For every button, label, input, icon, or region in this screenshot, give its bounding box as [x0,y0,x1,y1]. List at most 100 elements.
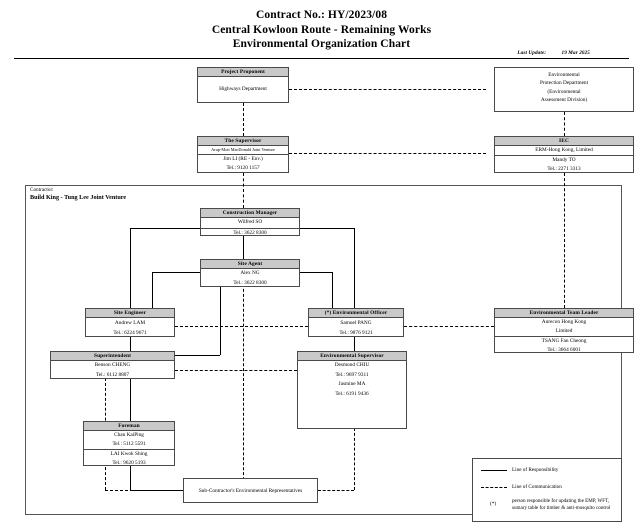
page-title: Contract No.: HY/2023/08 Central Kowloon… [0,8,643,52]
box-environmental-team-leader[interactable]: Environmental Team Leader Aurecon Hong K… [494,308,634,353]
box-construction-manager-title: Construction Manager [201,209,299,218]
last-update: Last Update: 19 Mar 2025 [517,50,590,56]
contractor-name: Build King - Tung Lee Joint Venture [30,194,127,202]
header-divider [14,58,629,59]
box-foreman[interactable]: Foreman Chan KaiPing Tel.: 5112 5591 LAI… [83,421,175,466]
connector-foreman-sub-dashed [105,490,183,491]
box-construction-manager-line2: Tel.: 3622 8300 [201,227,299,239]
connector-cm-right-arm [300,228,354,229]
box-site-agent[interactable]: Site Agent Alex NG Tel.: 3622 8300 [200,259,300,287]
box-environmental-team-leader-title: Environmental Team Leader [495,309,633,318]
last-update-label: Last Update: [517,50,547,56]
box-construction-manager[interactable]: Construction Manager Wilfred SO Tel.: 36… [200,208,300,236]
box-supervisor-line1: Arup-Mott MacDonald Joint Venture [198,146,288,155]
legend-dashed-line-icon [481,487,507,488]
contractor-label: Contractor: Build King - Tung Lee Joint … [30,187,230,201]
box-iec[interactable]: IEC ERM-Hong Kong, Limited Mandy TO Tel.… [494,136,634,173]
box-environmental-supervisor-title: Environmental Supervisor [298,352,406,361]
box-environmental-supervisor-line1: Desmond CHIU [334,362,370,368]
box-iec-line1: ERM-Hong Kong, Limited [495,146,633,156]
connector-siteagent-supt-h [175,355,220,356]
box-supervisor-line3: Tel.: 9120 1157 [226,165,260,171]
connector-siteagent-left-down [152,272,153,310]
box-environmental-team-leader-line1: Aurecon Hong Kong [541,319,587,325]
box-supervisor[interactable]: The Supervisor Arup-Mott MacDonald Joint… [197,136,289,173]
legend-star-symbol: (*) [490,501,497,507]
box-environmental-officer[interactable]: (*) Environmental Officer Samuel PANG Te… [308,308,404,337]
box-foreman-title: Foreman [84,422,174,431]
box-site-engineer-title: Site Engineer [86,309,174,318]
connector-epd-iec [564,112,565,136]
connector-se-eo-dashed [175,326,313,327]
box-foreman-line4: Tel.: 9620 5193 [112,460,146,466]
box-environmental-team-leader-line4: Tel.: 3664 6001 [547,347,581,353]
box-epd-line4: Assessment Division) [540,97,588,104]
contractor-label-text: Contractor: [30,187,54,193]
box-site-engineer-line2: Tel.: 6224 9671 [113,330,147,336]
connector-es-sub-dashed [354,428,355,490]
box-iec-line2: Mandy TO [552,157,576,163]
box-foreman-line1: Chan KaiPing [114,432,144,438]
connector-siteagent-left [152,272,200,273]
box-environmental-team-leader-line3: TSANG Fan Cheong [495,336,633,346]
box-superintendent-line1: Benson CHENG [94,362,131,368]
connector-eo-es [354,337,355,351]
connector-cm-siteagent [243,236,244,259]
box-supervisor-title: The Supervisor [198,137,288,146]
title-project-name: Central Kowloon Route - Remaining Works [211,23,432,36]
box-project-proponent[interactable]: Project Proponent Highways Department [197,67,289,103]
connector-siteagent-right [300,272,332,273]
box-site-engineer[interactable]: Site Engineer Andrew LAM Tel.: 6224 9671 [85,308,175,337]
legend-star-note: person responsible for updating the EMP,… [512,498,611,511]
title-contract-no: Contract No.: HY/2023/08 [255,9,388,21]
box-environmental-supervisor-line3: Jasmine MA [338,381,366,387]
box-environmental-officer-line1: Samuel PANG [340,320,372,326]
connector-siteagent-sub-dashed [243,279,244,490]
box-environmental-team-leader-line2: Limited [555,328,573,334]
box-project-proponent-title: Project Proponent [198,68,288,77]
box-superintendent-title: Superintendent [51,352,174,361]
box-epd[interactable]: Environmental Protection Department (Env… [494,67,634,112]
box-foreman-line3: LAI Kwok Shing [84,449,174,459]
box-supervisor-line2: Jim LI (RE - Env.) [223,156,263,162]
connector-eo-etl-dashed [404,326,494,327]
connector-cm-right-down [354,228,355,308]
box-iec-line3: Tel.: 2271 3313 [547,166,581,172]
connector-proponent-supervisor [243,103,244,136]
box-epd-line1: Environmental [548,72,580,78]
box-superintendent[interactable]: Superintendent Benson CHENG Tel.: 6112 8… [50,351,175,379]
box-epd-line3: (Environmental [547,88,581,95]
legend-communication-label: Line of Communication [512,484,562,490]
connector-supervisor-iec [289,153,486,154]
legend-responsibility-label: Line of Responsibility [512,467,559,473]
box-site-engineer-line1: Andrew LAM [114,320,146,326]
title-chart-name: Environmental Organization Chart [232,38,411,50]
box-subcontractor-line1: Sub-Contractor's Environmental Represent… [198,488,303,494]
legend-solid-line-icon [481,470,507,471]
connector-proponent-epd [289,89,486,90]
box-site-agent-line1: Alex NG [240,270,260,276]
box-epd-line2: Protection Department [539,80,589,87]
connector-supt-es-dashed [175,370,297,371]
connector-supervisor-cm [243,173,244,208]
box-environmental-officer-line2: Tel.: 9876 9121 [339,330,373,336]
connector-es-sub-h-dashed [318,490,354,491]
box-environmental-officer-title: (*) Environmental Officer [309,309,403,318]
legend: Line of Responsibility Line of Communica… [472,458,622,522]
box-superintendent-line2: Tel.: 6112 8807 [95,371,130,378]
connector-iec-etl [564,173,565,308]
box-subcontractor-representatives[interactable]: Sub-Contractor's Environmental Represent… [183,478,318,503]
box-environmental-supervisor-line2: Tel.: 9697 9311 [335,371,369,378]
box-environmental-supervisor-line4: Tel.: 6191 9436 [335,390,369,397]
connector-cm-left-arm [130,228,200,229]
box-construction-manager-line1: Wilfred SO [237,219,263,225]
box-site-agent-title: Site Agent [201,260,299,269]
box-environmental-supervisor[interactable]: Environmental Supervisor Desmond CHIU Te… [297,351,407,429]
last-update-date: 19 Mar 2025 [561,50,590,56]
box-foreman-line2: Tel.: 5112 5591 [112,441,146,447]
box-project-proponent-line1: Highways Department [219,86,267,92]
box-iec-title: IEC [495,137,633,146]
box-site-agent-line2: Tel.: 3622 8300 [233,279,267,286]
connector-siteagent-right-down [332,272,333,310]
